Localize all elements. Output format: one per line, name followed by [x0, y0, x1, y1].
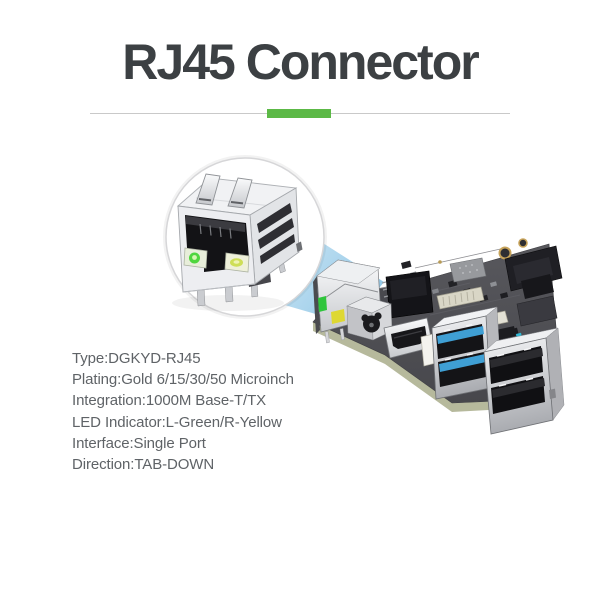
- divider-accent-bar: [267, 109, 331, 118]
- led-window-right: [224, 252, 250, 273]
- dc-power-jack: [346, 296, 393, 341]
- board-led-yellow: [331, 309, 345, 324]
- led-window-left: [183, 247, 208, 269]
- spec-integration: Integration:1000M Base-T/TX: [72, 392, 267, 410]
- usb3-tongue-bottom: [439, 354, 486, 372]
- usb2-tongue-bottom: [492, 378, 545, 398]
- rj45-connector-closeup: [172, 173, 303, 311]
- soc-chip: [504, 245, 563, 327]
- spec-type: Type:DGKYD-RJ45: [72, 350, 201, 367]
- usb2-port-stack: [483, 327, 565, 435]
- spec-direction: Direction:TAB-DOWN: [72, 456, 215, 474]
- spec-list: Type:DGKYD-RJ45 Plating:Gold 6/15/30/50 …: [72, 348, 294, 475]
- pcb-board-illustration: [312, 238, 565, 435]
- spec-led-indicator: LED Indicator:L-Green/R-Yellow: [72, 413, 282, 431]
- usb3-tongue-top: [437, 326, 484, 344]
- usb2-tongue-top: [490, 348, 543, 368]
- emmc-chip: [449, 257, 487, 283]
- spec-interface: Interface:Single Port: [72, 434, 206, 452]
- io-chip: [381, 270, 434, 319]
- mounting-holes: [498, 238, 528, 260]
- spec-plating: Plating:Gold 6/15/30/50 Microinch: [72, 371, 294, 389]
- board-led-green: [318, 296, 327, 312]
- page-title: RJ45 Connector: [122, 34, 479, 90]
